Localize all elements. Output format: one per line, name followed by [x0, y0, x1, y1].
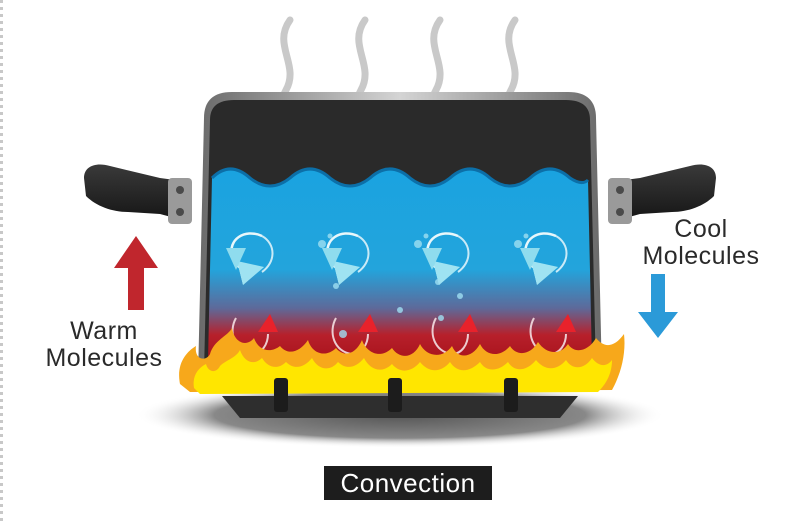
page-edge — [0, 0, 3, 525]
up-arrow-icon — [114, 236, 158, 310]
water-surface — [210, 167, 590, 188]
bubbles — [318, 233, 529, 338]
cool-molecules-label: Cool Molecules — [626, 216, 776, 270]
warm-label-line2: Molecules — [45, 344, 163, 372]
right-handle — [608, 164, 716, 224]
warm-arrowheads — [258, 314, 576, 332]
cool-arrowheads — [226, 248, 540, 270]
burner — [222, 378, 578, 418]
cool-current-tails — [261, 235, 568, 273]
cool-label-line2: Molecules — [642, 242, 760, 270]
water — [208, 169, 592, 362]
convection-caption: Convection — [324, 466, 492, 500]
cool-label-line1: Cool — [674, 215, 728, 243]
warm-molecules-label: Warm Molecules — [34, 318, 174, 372]
left-handle — [84, 164, 192, 224]
warm-label-line1: Warm — [70, 317, 138, 345]
down-arrow-icon — [638, 274, 678, 338]
